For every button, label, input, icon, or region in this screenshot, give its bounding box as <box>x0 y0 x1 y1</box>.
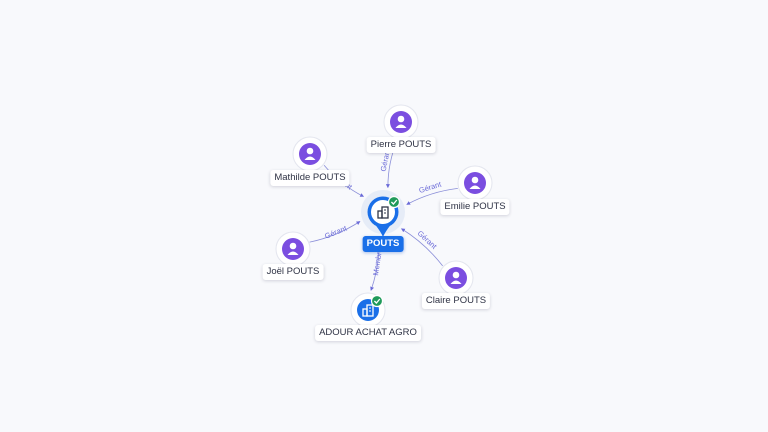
node-emilie[interactable] <box>457 165 493 201</box>
edge-label-emilie: Gérant <box>418 179 443 195</box>
node-label-adour[interactable]: ADOUR ACHAT AGRO <box>315 325 421 341</box>
building-icon <box>377 206 389 219</box>
verified-check-icon <box>370 294 384 308</box>
person-icon <box>457 165 493 201</box>
edge-emilie <box>406 188 458 205</box>
node-label-emilie[interactable]: Emilie POUTS <box>440 199 510 215</box>
node-label-claire[interactable]: Claire POUTS <box>421 293 491 309</box>
node-label-joel[interactable]: Joël POUTS <box>262 264 324 280</box>
edge-claire <box>400 228 443 267</box>
node-mathilde[interactable] <box>292 136 328 172</box>
center-company-node[interactable] <box>361 190 405 238</box>
node-joel[interactable] <box>275 231 311 267</box>
person-icon <box>438 260 474 296</box>
edge-label-joel: Gérant <box>323 223 348 240</box>
node-label-mathilde[interactable]: Mathilde POUTS <box>270 170 350 186</box>
person-icon <box>292 136 328 172</box>
edge-joel <box>309 221 361 243</box>
node-adour[interactable] <box>350 292 386 328</box>
edge-label-adour: Membre <box>371 248 384 277</box>
person-icon <box>275 231 311 267</box>
node-label-pierre[interactable]: Pierre POUTS <box>366 137 436 153</box>
edge-label-claire: Gérant <box>416 229 440 252</box>
verified-check-icon <box>387 195 401 209</box>
person-icon <box>383 104 419 140</box>
node-pierre[interactable] <box>383 104 419 140</box>
building-icon <box>362 304 374 317</box>
center-node-label[interactable]: POUTS <box>362 236 404 252</box>
node-claire[interactable] <box>438 260 474 296</box>
